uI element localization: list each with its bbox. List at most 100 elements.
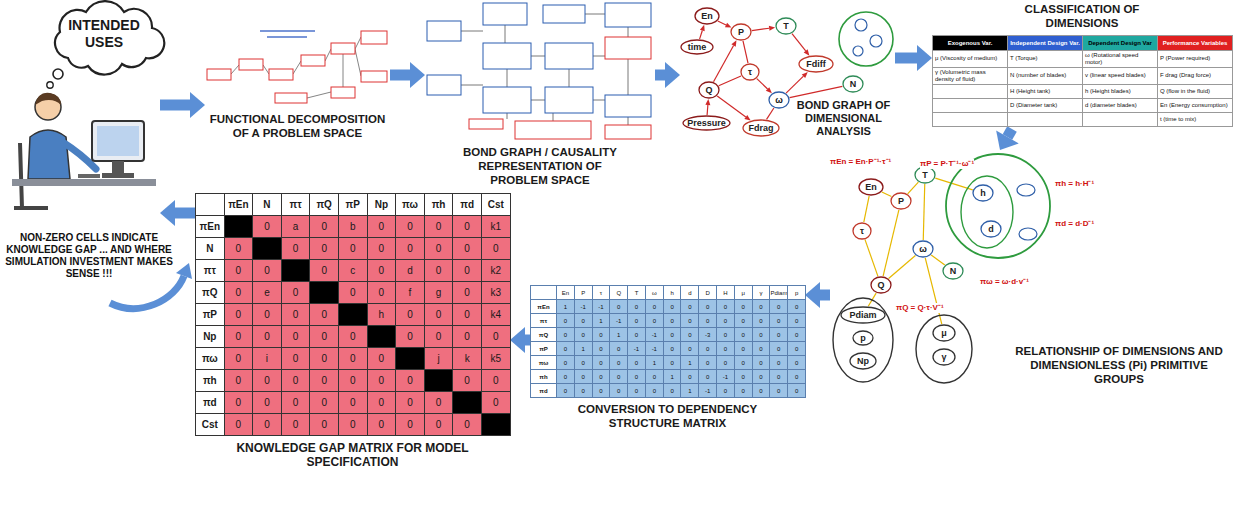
text-holder: RELATIONSHIP OF DIMENSIONS AND DIMENSION…: [1008, 345, 1230, 386]
process-flow-arrow: [160, 92, 205, 118]
table-cell: 0: [734, 300, 752, 314]
variable-node: γ: [932, 348, 956, 366]
node-ellipse: [853, 331, 873, 345]
table-cell: 0: [574, 356, 592, 370]
stage-panel: KNOWLEDGE GAP MATRIX FOR MODEL SPECIFICA…: [195, 193, 510, 472]
cell-text: i: [266, 353, 268, 364]
variable-node: μ: [932, 324, 956, 342]
variable-node: T: [914, 166, 936, 184]
table-cell: 0: [310, 370, 339, 392]
table-cell: 0: [310, 216, 339, 238]
table-cell: k3: [481, 282, 510, 304]
connector-line: [717, 96, 746, 117]
stage-panel: CLASSIFICATION OF DIMENSIONSExogenous Va…: [932, 3, 1232, 129]
variable-node: Q: [698, 81, 720, 99]
arrow-head: [744, 115, 750, 121]
table-cell: 0: [224, 238, 253, 260]
cell-text: 0: [759, 360, 762, 366]
cell-text: 0: [493, 331, 499, 342]
cell-text: 0: [436, 397, 442, 408]
drawing-part: [853, 46, 863, 56]
node-ellipse: [913, 241, 933, 257]
table-cell: Cst: [481, 194, 510, 216]
cell-text: 0: [795, 388, 798, 394]
table-cell: 0: [424, 304, 453, 326]
cell-text: Dependent Design Var: [1088, 40, 1152, 46]
cell-text: 0: [617, 360, 620, 366]
table-cell: 0: [367, 260, 396, 282]
table-cell: 0: [396, 370, 425, 392]
node-label: Fdrag: [748, 123, 773, 133]
cell-text: 0: [379, 419, 385, 430]
stage-panel: BOND GRAPH / CAUSALITY REPRESENTATION OF…: [425, 3, 655, 189]
table-cell: -1: [645, 342, 663, 356]
table-cell: 0: [699, 342, 717, 356]
pi-formula: πω = ω·d·v⁻¹: [980, 277, 1029, 287]
cell-text: 0: [293, 397, 299, 408]
drawing-part: [331, 43, 355, 54]
caption: RELATIONSHIP OF DIMENSIONS AND DIMENSION…: [1008, 345, 1230, 386]
cell-text: 1: [617, 332, 620, 338]
node-ellipse: [843, 76, 863, 92]
drawing-part: [461, 14, 628, 125]
table-cell: 0: [396, 216, 425, 238]
drawing-part: [239, 59, 263, 70]
cell-text: T: [635, 290, 639, 296]
table-cell: 0: [557, 356, 575, 370]
table-cell: 0: [628, 328, 646, 342]
table-cell: 0: [557, 314, 575, 328]
table-cell: 0: [310, 326, 339, 348]
cell-text: 0: [635, 304, 638, 310]
cell-text: 0: [464, 309, 470, 320]
cell-text: 0: [670, 318, 673, 324]
cell-text: 0: [759, 346, 762, 352]
cell-text: 0: [706, 360, 709, 366]
table-cell: πh: [531, 370, 557, 384]
table-cell: 0: [253, 216, 282, 238]
cell-text: 0: [350, 243, 356, 254]
table-cell: N (number of blades): [1008, 67, 1083, 84]
table-cell: 0: [681, 342, 699, 356]
table-cell: μ (Viscosity of medium): [933, 51, 1008, 68]
table-cell: 0: [752, 328, 770, 342]
arrow-head: [700, 25, 705, 31]
cell-text: e: [264, 287, 270, 298]
table-cell: 0: [224, 392, 253, 414]
caption: BOND GRAPH / CAUSALITY REPRESENTATION OF…: [450, 146, 630, 187]
cell-text: 0: [564, 318, 567, 324]
table-cell: 0: [281, 282, 310, 304]
table-cell: 0: [699, 314, 717, 328]
table-cell: 0: [717, 328, 735, 342]
caption: KNOWLEDGE GAP MATRIX FOR MODEL SPECIFICA…: [195, 441, 510, 470]
table-cell: Pdiam: [770, 286, 788, 300]
connector-line: [160, 100, 190, 111]
bond-link: [752, 26, 775, 31]
cell-text: 0: [436, 331, 442, 342]
table-row: πEn0a0b0000k1: [196, 216, 511, 238]
table-row: Cst000000000: [196, 414, 511, 436]
table-row: πτ001-10000000000: [531, 314, 806, 328]
cell-text: 0: [777, 388, 780, 394]
drawing-part: [870, 35, 882, 47]
cell-text: 1: [564, 304, 567, 310]
cell-text: -1: [581, 304, 586, 310]
table-cell: 0: [453, 282, 482, 304]
cell-text: 1: [653, 360, 656, 366]
cell-text: 0: [582, 388, 585, 394]
drawing-part: [605, 125, 651, 139]
matrix-table: Exogenous Var.Independent Design Var.Dep…: [932, 35, 1233, 127]
cell-text: -1: [598, 304, 603, 310]
node-label: Q: [877, 280, 884, 290]
table-cell: -1: [592, 300, 610, 314]
node-label: P: [898, 196, 904, 206]
table-row: πP0100-1-100000000: [531, 342, 806, 356]
cell-text: 0: [350, 287, 356, 298]
cell-text: 0: [688, 318, 691, 324]
table-cell: N: [196, 238, 225, 260]
table-cell: 0: [224, 260, 253, 282]
node-ellipse: [933, 349, 955, 365]
table-cell: 0: [592, 328, 610, 342]
table-cell: 1: [574, 342, 592, 356]
caption: CONVERSION TO DEPENDENCY STRUCTURE MATRI…: [550, 403, 785, 431]
cell-text: 0: [264, 265, 270, 276]
